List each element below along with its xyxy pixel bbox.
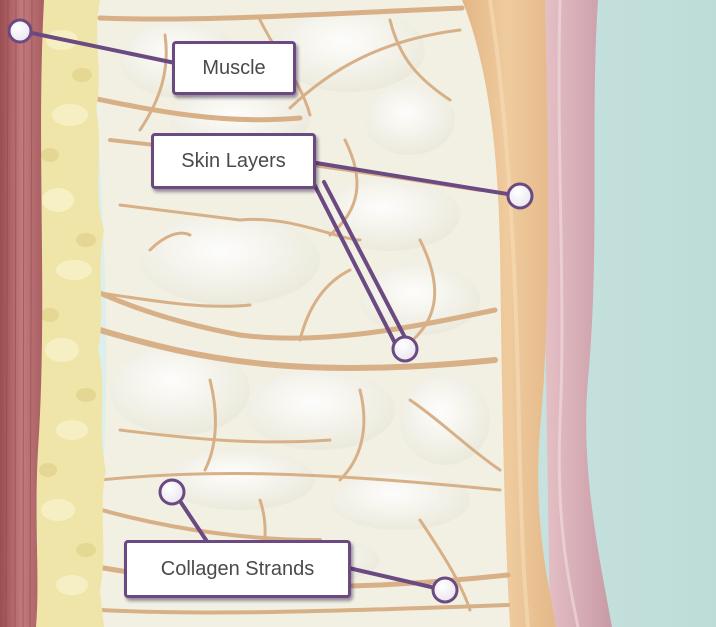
muscle-fibers: [5, 0, 33, 627]
collagen-strands-label: Collagen Strands: [124, 540, 351, 598]
skin-leader-line-dermis: [308, 160, 522, 198]
skin-layers-label: Skin Layers: [151, 133, 316, 189]
muscle-pin: [7, 18, 33, 44]
hypodermis-pin: [391, 335, 419, 363]
callout-pins: [7, 18, 534, 604]
fat-layer-highlights: [41, 30, 92, 595]
collagen-leader-line-b: [338, 564, 446, 592]
dermis-pin: [506, 182, 534, 210]
muscle-layer: [0, 0, 44, 627]
callout-lines: [20, 29, 522, 592]
collagen-strands: [37, 5, 511, 615]
dermis-layer: [458, 0, 556, 627]
muscle-label: Muscle: [172, 41, 296, 95]
skin-leader-line-hypodermis-b: [322, 180, 412, 349]
collagen-pin-b: [431, 576, 459, 604]
skin-leader-line-hypodermis-a: [310, 178, 400, 351]
fat-layer-shading: [39, 68, 96, 557]
muscle-leader-line: [20, 29, 182, 66]
collagen-pin-a: [158, 478, 186, 506]
